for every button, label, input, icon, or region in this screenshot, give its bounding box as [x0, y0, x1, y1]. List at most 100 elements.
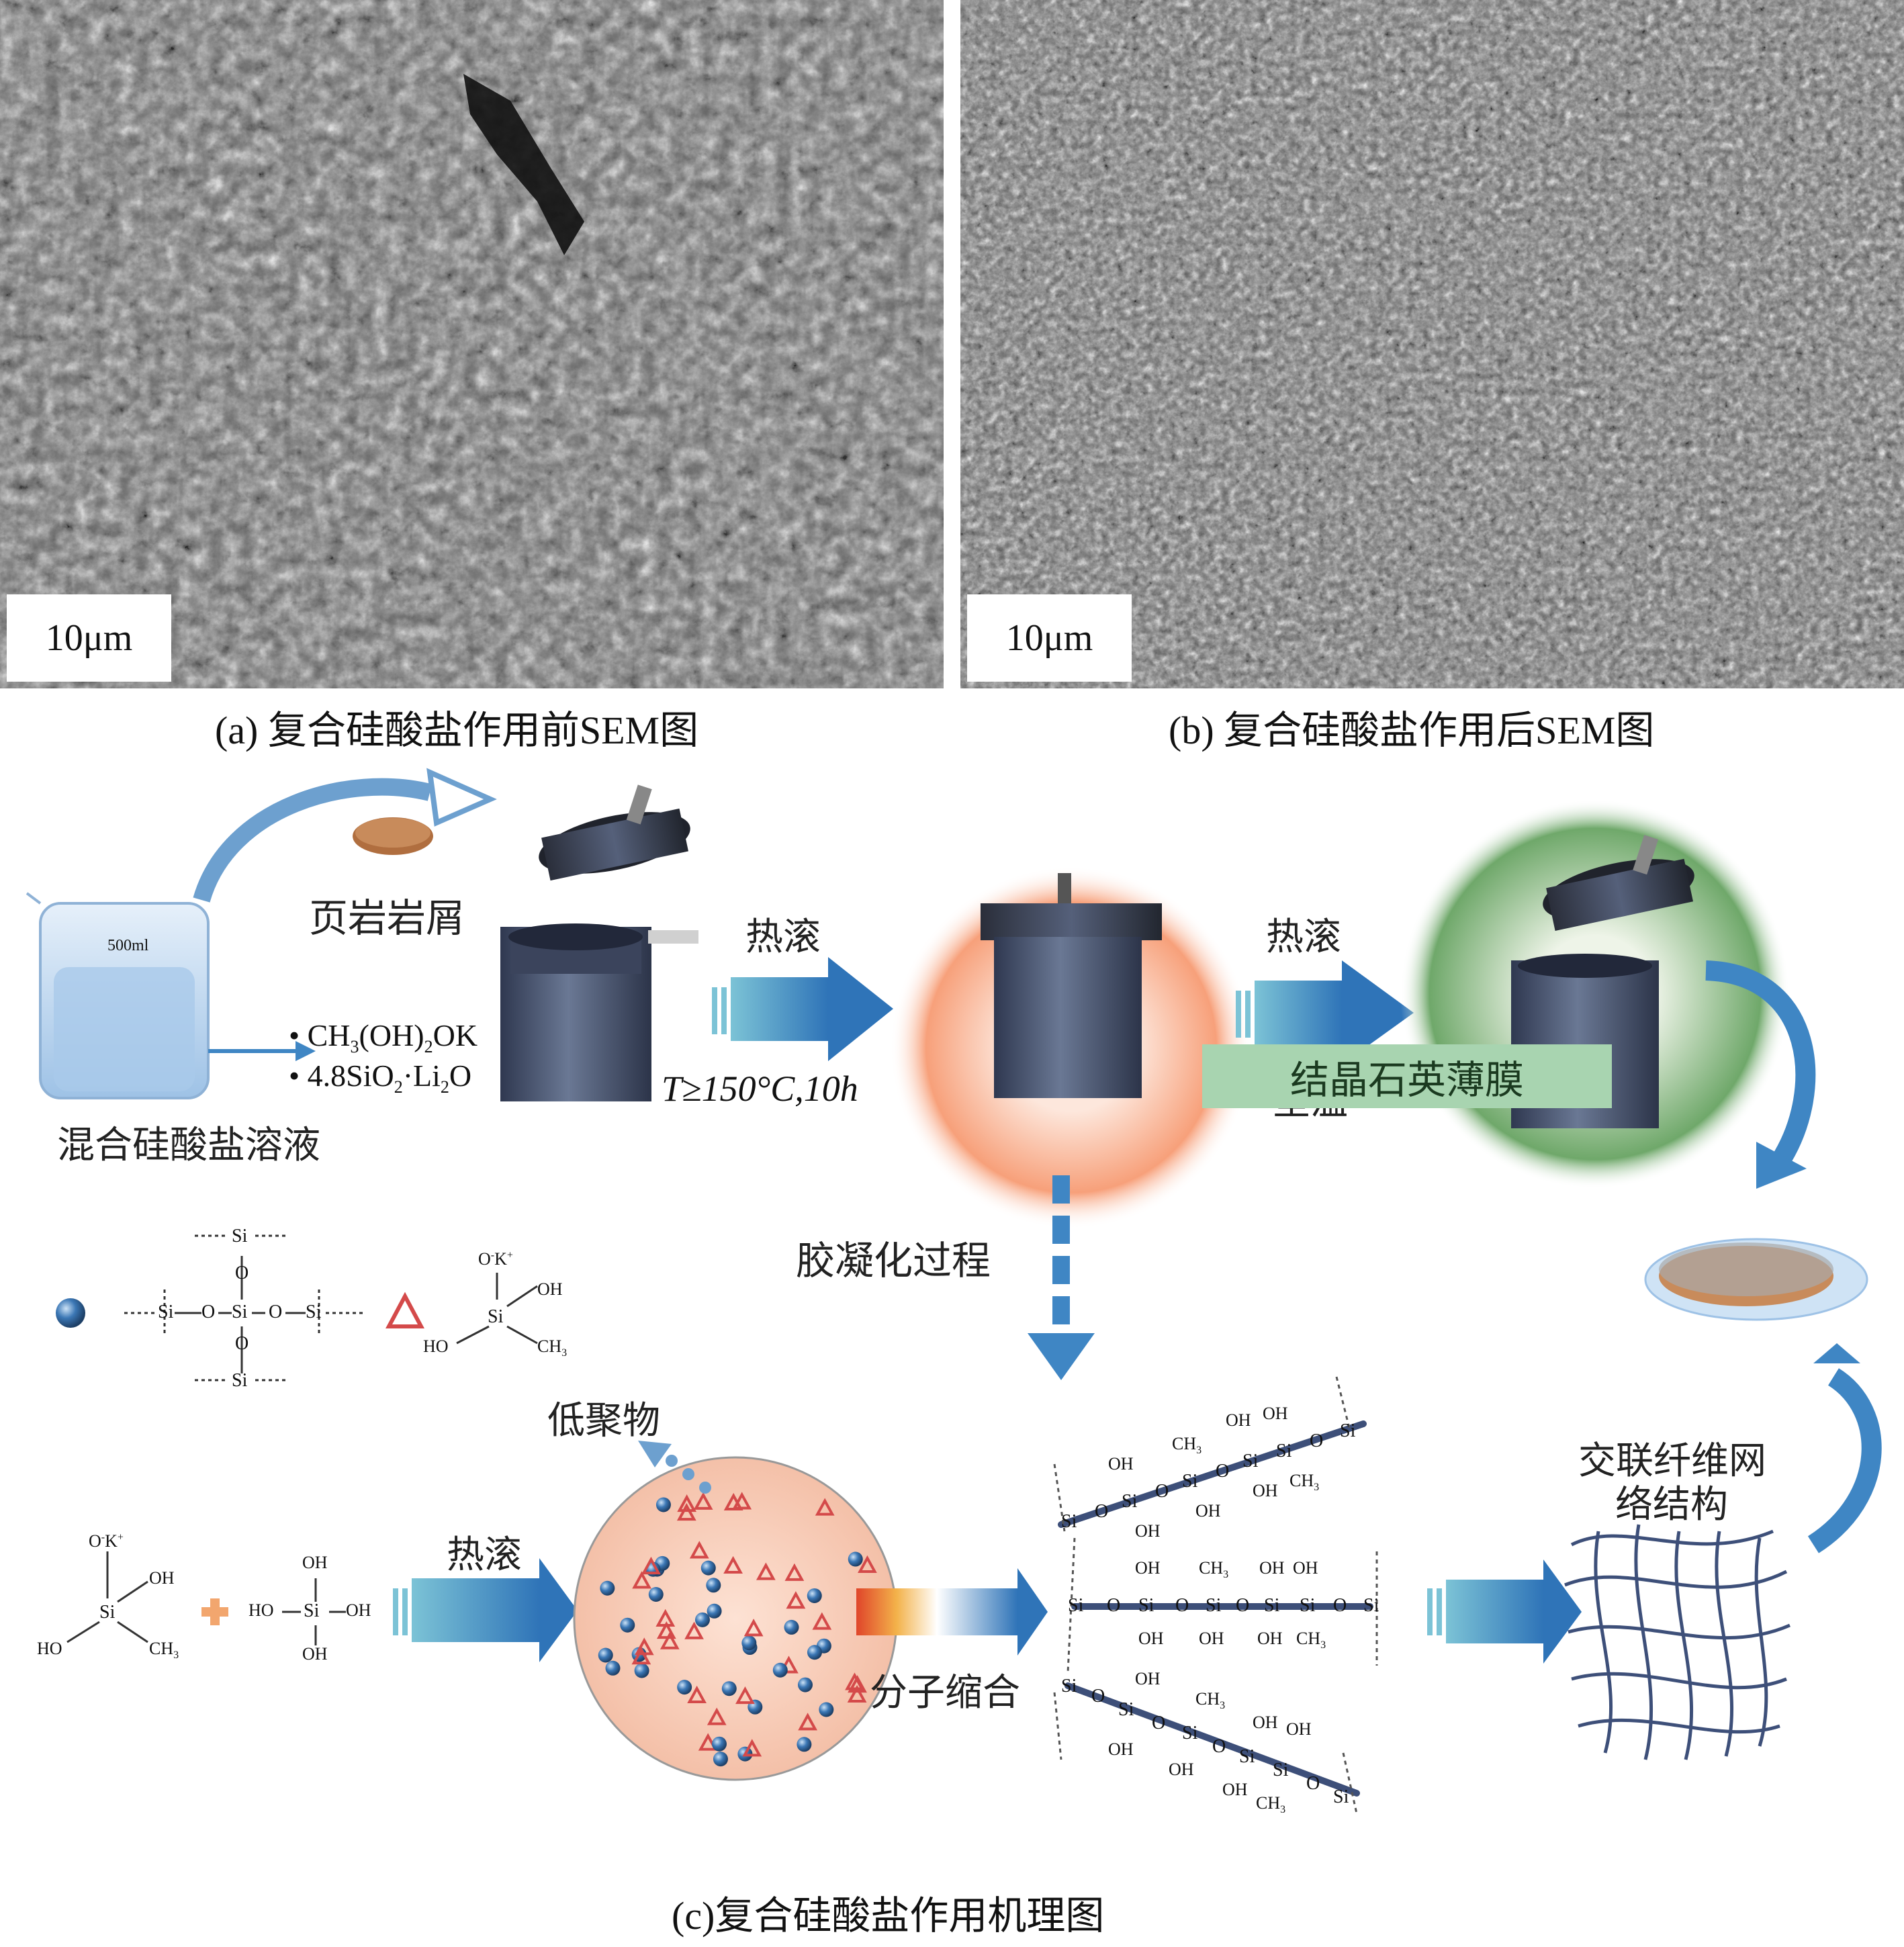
triangle-particle [689, 1541, 709, 1559]
oh-label: OH [1108, 1454, 1134, 1474]
si-label: Si [1206, 1595, 1222, 1616]
si-label: Si [488, 1306, 504, 1327]
dashed-arrow-down [1028, 1175, 1095, 1380]
sem-texture-after [960, 0, 1904, 688]
oh-label: OH [1199, 1629, 1224, 1648]
o-label: O [201, 1302, 216, 1322]
oh-label: OH [1135, 1558, 1161, 1578]
scale-bar-before: 10μm [7, 594, 171, 682]
flow-arrow-2 [1236, 960, 1414, 1065]
sem-texture-before [0, 0, 944, 688]
triangle-particle [743, 1619, 764, 1637]
si-label: Si [232, 1370, 248, 1391]
oh-label: OH [1169, 1760, 1194, 1779]
sphere-particle [807, 1588, 822, 1603]
sphere-particle [706, 1578, 721, 1593]
network-label-line2: 络结构 [1615, 1483, 1728, 1527]
si-label: Si [304, 1600, 320, 1621]
o-label: O [1107, 1595, 1121, 1616]
crack [463, 74, 584, 255]
oh-label: OH [1257, 1629, 1283, 1648]
ch3-label: CH3 [537, 1337, 568, 1359]
sphere-particle [634, 1663, 649, 1678]
o-label: O [235, 1333, 249, 1354]
triangle-particle [742, 1739, 762, 1757]
oh-label: OH [346, 1600, 371, 1620]
oh-label: OH [1195, 1501, 1221, 1521]
condition-label: T≥150°C,10h [662, 1069, 858, 1109]
triangle-particle [631, 1647, 651, 1665]
sphere-particle [819, 1702, 834, 1717]
triangle-particle [698, 1733, 718, 1751]
caption-b: (b) 复合硅酸盐作用后SEM图 [1169, 709, 1655, 752]
sphere-particle [655, 1497, 671, 1512]
triangle-particle [784, 1563, 805, 1581]
triangle-particle [848, 1675, 867, 1693]
triangle-particle [756, 1562, 776, 1580]
chain-ends [1053, 1376, 1378, 1814]
network-label-line1: 交联纤维网 [1578, 1439, 1766, 1483]
si-label: Si [232, 1302, 248, 1322]
triangle-particle [735, 1686, 755, 1705]
crosslinked-network-icon [1564, 1524, 1790, 1760]
oh-label: OH [1135, 1669, 1161, 1688]
dashed-arrow-oligomer [638, 1441, 711, 1494]
triangle-particle [815, 1498, 835, 1516]
si-label: Si [1182, 1471, 1198, 1492]
triangle-particle [786, 1591, 806, 1609]
o-label: O [1152, 1713, 1166, 1733]
si-label: Si [1239, 1746, 1255, 1767]
o-label: O [1175, 1595, 1189, 1616]
siloxane-cross-structure [124, 1234, 366, 1382]
oh-label: OH [302, 1644, 328, 1664]
silanol-bonds-2 [66, 1551, 346, 1645]
sphere-particle [741, 1635, 757, 1651]
o-label: O [1095, 1501, 1109, 1522]
sphere-particle [713, 1752, 728, 1767]
triangle-particle [693, 1492, 713, 1510]
ho-label: HO [248, 1600, 274, 1620]
sem-image-before: 10μm [0, 0, 944, 688]
sphere-particle [711, 1736, 727, 1752]
flow-arrow-4 [856, 1568, 1048, 1656]
sphere-particle [707, 1603, 722, 1619]
triangle-particle [656, 1621, 676, 1639]
monomer-sphere-icon [56, 1298, 85, 1328]
oh-label: OH [1108, 1739, 1134, 1759]
sphere-particle [598, 1647, 613, 1663]
reagent-1: • CH3(OH)2OK [289, 1018, 478, 1057]
oh-label: OH [1138, 1629, 1164, 1648]
triangle-particle [684, 1621, 704, 1639]
sphere-particle [797, 1677, 813, 1692]
sphere-particle [772, 1662, 788, 1678]
si-label: Si [306, 1302, 322, 1322]
solution-label: 混合硅酸盐溶液 [57, 1124, 320, 1167]
oligomer-label: 低聚物 [547, 1399, 660, 1443]
ch3-label: CH3 [1296, 1629, 1326, 1651]
oh-label: OH [537, 1279, 563, 1299]
si-label: Si [1276, 1441, 1292, 1461]
oh-label: OH [1293, 1558, 1318, 1578]
si-label: Si [1061, 1511, 1077, 1532]
gelation-label: 胶凝化过程 [796, 1238, 991, 1283]
triangle-particle [723, 1555, 743, 1574]
o-label: O [1155, 1481, 1169, 1502]
flow-arrow-5 [1427, 1559, 1582, 1664]
reactor-closed-icon [981, 873, 1162, 1098]
o-label: O [1306, 1773, 1320, 1794]
ch3-label: CH3 [1289, 1471, 1320, 1494]
triangle-particle [677, 1494, 697, 1512]
oh-label: OH [1286, 1719, 1312, 1739]
si-label: Si [1118, 1699, 1134, 1720]
curved-arrow-up-icon [1807, 1368, 1882, 1553]
o-label: O [1236, 1595, 1250, 1616]
hot-roll-label-2: 热滚 [1266, 915, 1341, 959]
quartz-film-icon [1644, 1238, 1868, 1321]
o-label: O [1091, 1686, 1105, 1707]
si-label: Si [1333, 1786, 1349, 1807]
plus-icon [201, 1598, 228, 1625]
si-label: Si [99, 1602, 116, 1623]
si-label: Si [158, 1302, 174, 1322]
flow-arrow-3 [393, 1558, 578, 1662]
ch3-label: CH3 [1199, 1558, 1229, 1581]
